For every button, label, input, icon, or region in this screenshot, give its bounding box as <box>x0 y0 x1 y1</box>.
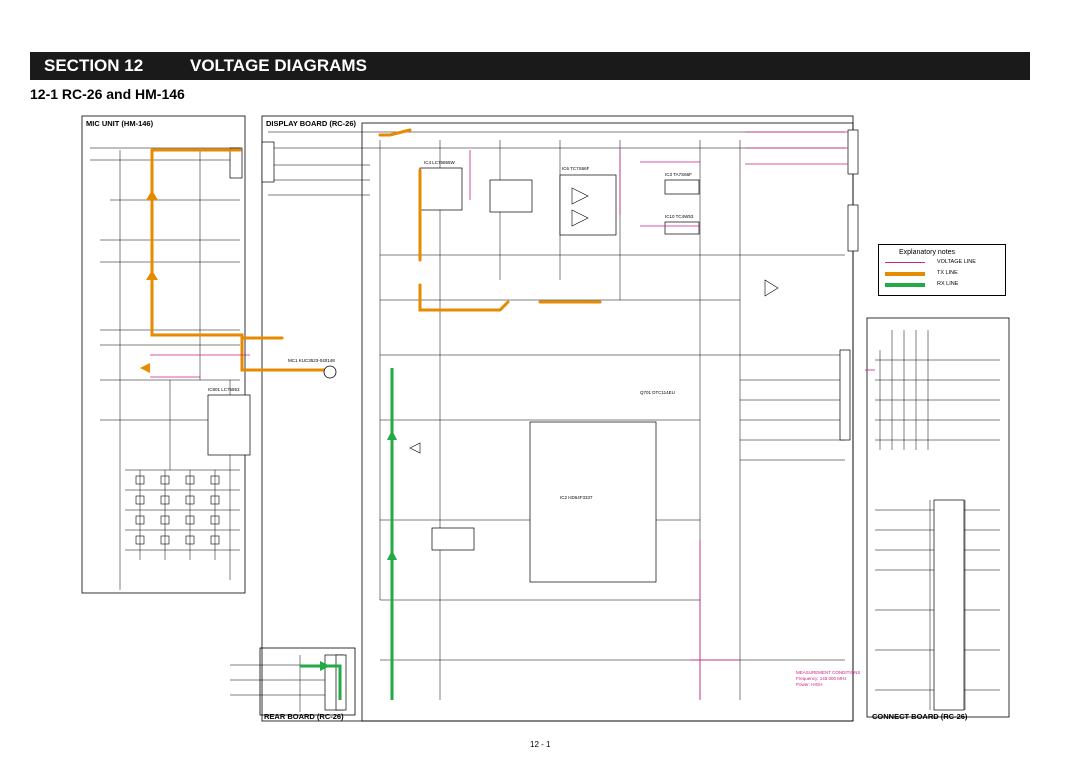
legend-box: Explanatory notes VOLTAGE LINE TX LINE R… <box>878 244 1006 296</box>
ic3-label: IC3 TA7S66F <box>665 172 692 177</box>
connect-board-outline <box>866 317 1010 718</box>
ic801-label: IC801 LC75853 <box>208 387 240 392</box>
voltage-line-label: VOLTAGE LINE <box>937 259 976 265</box>
section-title: VOLTAGE DIAGRAMS <box>190 56 367 75</box>
mic-unit-outline <box>81 115 246 594</box>
ic3-chip <box>664 179 700 195</box>
ic-amp-chip <box>489 179 533 213</box>
microphone-element <box>323 365 337 379</box>
ic2-label: IC2 HD64F3337 <box>560 495 593 500</box>
section-banner: SECTION 12 VOLTAGE DIAGRAMS <box>30 52 1030 80</box>
tx-line-arrows <box>140 190 158 373</box>
measurement-frequency: Frequency: 145.000 MHz <box>796 676 847 681</box>
connect-ic-chip <box>933 499 965 711</box>
page-subtitle: 12-1 RC-26 and HM-146 <box>30 86 185 102</box>
tx-line-label: TX LINE <box>937 270 958 276</box>
ic6-label: IC6 TC7S66F <box>562 166 590 171</box>
ic4-chip <box>419 167 463 211</box>
q701-label: Q701 DTC114EU <box>640 390 675 395</box>
display-board-label: DISPLAY BOARD (RC-26) <box>266 119 357 128</box>
tx-line-path <box>150 128 602 372</box>
mic-unit-label: MIC UNIT (HM-146) <box>86 119 154 128</box>
voltage-line-swatch <box>885 262 925 263</box>
page-number: 12 - 1 <box>530 740 551 749</box>
section-number: SECTION 12 <box>44 56 144 75</box>
mic1-label: MC1 KUC3523-040148 <box>288 358 335 363</box>
measurement-power: Power: HIGH <box>796 682 823 687</box>
rear-board-label: REAR BOARD (RC-26) <box>264 712 344 721</box>
connect-board-label: CONNECT BOARD (RC-26) <box>872 712 968 721</box>
rx-line-label: RX LINE <box>937 281 959 287</box>
display-board-outline <box>261 115 854 722</box>
ic2-cpu-chip <box>529 421 657 583</box>
legend-title: Explanatory notes <box>899 249 956 256</box>
mic-connector <box>229 147 243 179</box>
tx-line-swatch <box>885 272 925 276</box>
rx-line-swatch <box>885 283 925 287</box>
voltage-lines <box>150 131 875 700</box>
ic6-chip <box>559 174 617 236</box>
ic801-chip <box>207 394 251 456</box>
ic10-label: IC10 TC4W53 <box>665 214 694 219</box>
rx-line-path <box>300 368 394 700</box>
connector-j1 <box>847 129 859 175</box>
measurement-title: MEASUREMENT CONDITIONS <box>796 670 861 675</box>
rear-board-outline <box>259 647 356 716</box>
measurement-notes: MEASUREMENT CONDITIONS Frequency: 145.00… <box>796 670 860 688</box>
ic10-chip <box>664 221 700 235</box>
ic4-label: IC4 LC75855W <box>424 160 455 165</box>
